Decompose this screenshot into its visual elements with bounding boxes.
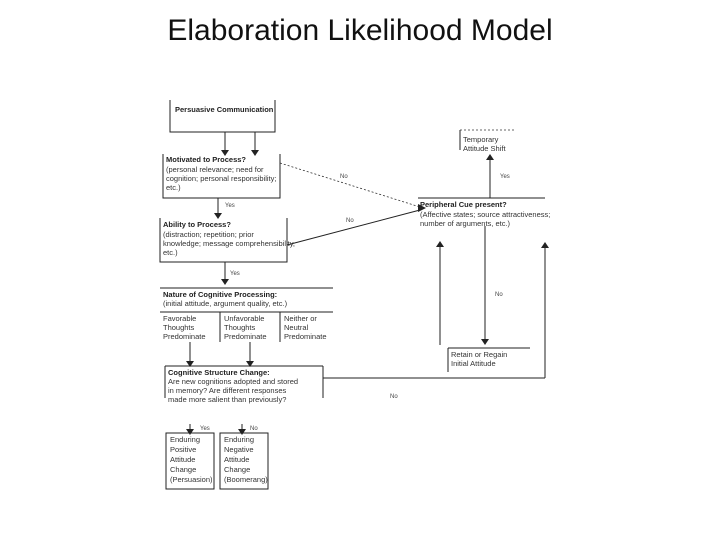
persuasive-communication-box: Persuasive Communication <box>169 100 276 133</box>
negative-change-box: Enduring Negative Attitude Change (Boome… <box>219 432 269 490</box>
nature-col3-line3: Predominate <box>284 332 327 341</box>
ability-line-3: etc.) <box>163 248 178 257</box>
motivated-heading: Motivated to Process? <box>166 155 246 164</box>
negative-line-5: (Boomerang) <box>224 475 268 484</box>
nature-col1-line3: Predominate <box>163 332 206 341</box>
nature-heading: Nature of Cognitive Processing: <box>163 290 277 299</box>
peripheral-heading: Peripheral Cue present? <box>420 200 507 209</box>
page-title: Elaboration Likelihood Model <box>167 14 553 47</box>
peripheral-line-1: (Affective states; source attractiveness… <box>420 210 550 219</box>
motivated-box: Motivated to Process? (personal relevanc… <box>162 154 281 199</box>
motivated-line-3: etc.) <box>166 183 181 192</box>
positive-line-3: Attitude <box>170 455 195 464</box>
cognitive-line-2: in memory? Are different responses <box>168 386 287 395</box>
motivated-line-2: cognition; personal responsibility; <box>166 174 276 183</box>
nature-col2-line2: Thoughts <box>224 323 256 332</box>
ability-box: Ability to Process? (distraction; repeti… <box>159 218 295 263</box>
nature-col3-line1: Neither or <box>284 314 317 323</box>
no-label-5: No <box>390 394 398 400</box>
nature-col1-line1: Favorable <box>163 314 196 323</box>
positive-line-4: Change <box>170 465 196 474</box>
positive-line-2: Positive <box>170 445 196 454</box>
nature-col3-line2: Neutral <box>284 323 309 332</box>
positive-change-box: Enduring Positive Attitude Change (Persu… <box>165 432 215 490</box>
nature-col1-line2: Thoughts <box>163 323 195 332</box>
retain-box: Retain or Regain Initial Attitude <box>447 347 530 372</box>
yes-label-1: Yes <box>225 203 235 209</box>
retain-line-1: Retain or Regain <box>451 350 507 359</box>
retain-line-2: Initial Attitude <box>451 359 496 368</box>
yes-label-2: Yes <box>230 271 240 277</box>
temporary-shift-box: Temporary Attitude Shift <box>459 129 515 153</box>
cognitive-line-3: made more salient than previously? <box>168 395 286 404</box>
negative-line-2: Negative <box>224 445 254 454</box>
no-label-4: No <box>495 292 503 298</box>
nature-col2-line1: Unfavorable <box>224 314 264 323</box>
nature-line-1: (initial attitude, argument quality, etc… <box>163 299 288 308</box>
positive-line-1: Enduring <box>170 435 200 444</box>
negative-line-3: Attitude <box>224 455 249 464</box>
negative-line-1: Enduring <box>224 435 254 444</box>
peripheral-line-2: number of arguments, etc.) <box>420 219 511 228</box>
ability-heading: Ability to Process? <box>163 220 231 229</box>
no-label-1: No <box>250 426 258 432</box>
no-label-2: No <box>340 174 348 180</box>
nature-col2-line3: Predominate <box>224 332 267 341</box>
negative-line-4: Change <box>224 465 250 474</box>
arrows-top <box>221 132 259 156</box>
peripheral-box: Peripheral Cue present? (Affective state… <box>418 197 550 228</box>
temporary-line-2: Attitude Shift <box>463 144 506 153</box>
persuasive-label: Persuasive Communication <box>175 105 274 114</box>
nature-box: Nature of Cognitive Processing: (initial… <box>160 287 333 342</box>
motivated-line-1: (personal relevance; need for <box>166 165 264 174</box>
positive-line-5: (Persuasion) <box>170 475 213 484</box>
cognitive-heading: Cognitive Structure Change: <box>168 368 270 377</box>
no-label-3: No <box>346 218 354 224</box>
ability-line-1: (distraction; repetition; prior <box>163 230 254 239</box>
cognitive-box: Cognitive Structure Change: Are new cogn… <box>164 365 324 404</box>
yes-label-4: Yes <box>500 174 510 180</box>
temporary-line-1: Temporary <box>463 135 499 144</box>
ability-line-2: knowledge; message comprehensibility, <box>163 239 295 248</box>
yes-label-3: Yes <box>200 426 210 432</box>
cognitive-line-1: Are new cognitions adopted and stored <box>168 377 298 386</box>
